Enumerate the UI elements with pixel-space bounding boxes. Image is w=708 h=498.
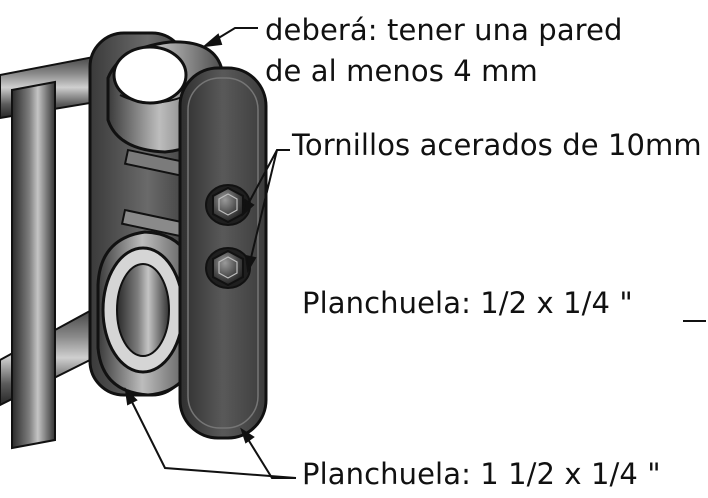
small-plate-label: Planchuela: 1/2 x 1/4 " (302, 286, 633, 320)
large-plate-label: Planchuela: 1 1/2 x 1/4 " (302, 457, 661, 491)
leader-screws-upper-arrowhead (241, 198, 255, 217)
leader-lines (124, 27, 706, 479)
leader-plate-large-right (245, 435, 296, 479)
vertical-tube (11, 80, 56, 450)
leader-screws-lower (249, 149, 278, 263)
screws-label: Tornillos acerados de 10mm (292, 128, 702, 162)
leader-plate-large-left-arrowhead (124, 387, 138, 406)
wall-thickness-note-line-2: de al menos 4 mm (265, 54, 538, 88)
leader-plate-large-right-arrowhead (240, 427, 255, 444)
leader-wall-arrowhead (201, 33, 223, 48)
hex-nut-lower (205, 247, 251, 289)
lower-collar (96, 230, 198, 397)
wall-thickness-note-line-1: deberá: tener una pared (265, 13, 623, 47)
leader-plate-large-left (129, 397, 297, 479)
leader-screws-lower-arrowhead (244, 254, 257, 273)
